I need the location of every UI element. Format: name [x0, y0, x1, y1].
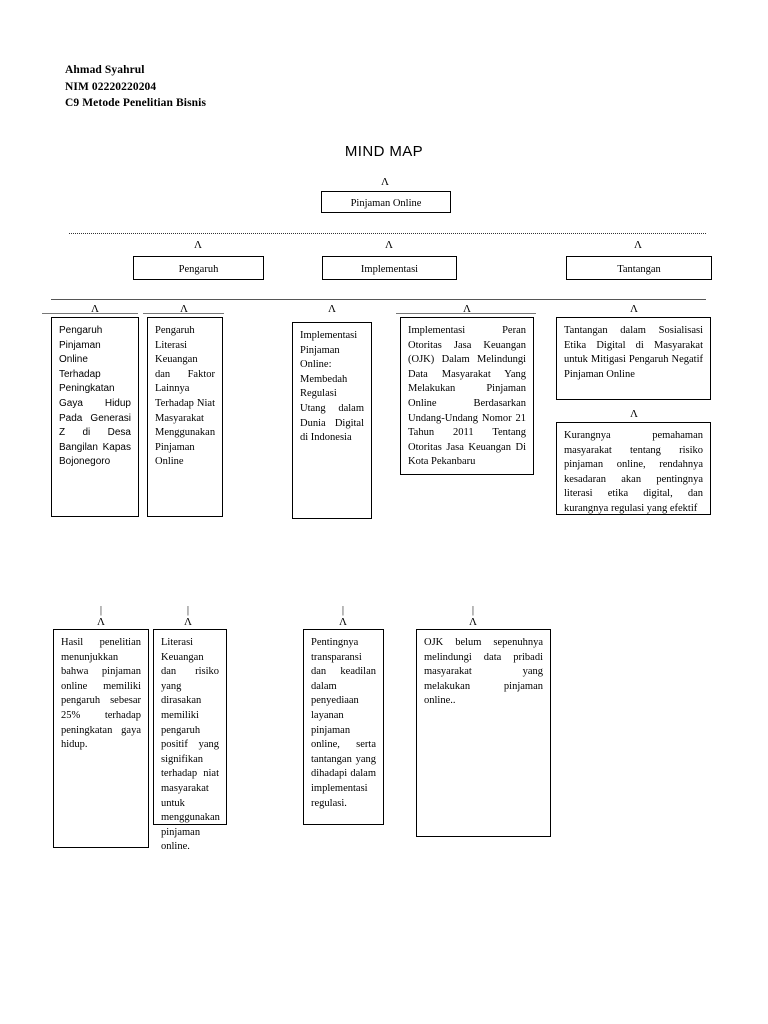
connector-caret-root: Λ	[381, 176, 389, 188]
connector-underline-topic-2	[396, 313, 536, 314]
node-topic-4-text: Tantangan dalam Sosialisasi Etika Digita…	[564, 325, 703, 380]
connector-caret-topic-1: Λ	[180, 303, 188, 315]
connector-caret-topic-0: Λ	[91, 303, 99, 315]
connector-caret-branch-2: Λ	[634, 239, 642, 251]
connector-tick-finding-2: |	[341, 604, 345, 616]
node-finding-2[interactable]: Pentingnya transparansi dan keadilan dal…	[303, 629, 384, 825]
node-finding-0[interactable]: Hasil penelitian menunjukkan bahwa pinja…	[53, 629, 149, 848]
node-branch-pengaruh[interactable]: Pengaruh	[133, 256, 264, 280]
node-branch-implementasi[interactable]: Implementasi	[322, 256, 457, 280]
connector-underline-topic-0	[42, 313, 138, 314]
node-finding-1-text: Literasi Keuangan dan risiko yang dirasa…	[161, 637, 220, 853]
node-root[interactable]: Pinjaman Online	[321, 191, 451, 213]
node-topic-5[interactable]: Kurangnya pemahaman masyarakat tentang r…	[556, 422, 711, 515]
node-root-label: Pinjaman Online	[350, 198, 422, 209]
page-title: MIND MAP	[344, 143, 424, 160]
node-topic-2[interactable]: Implementasi Pinjaman Online: Membedah R…	[292, 322, 372, 519]
node-topic-4[interactable]: Tantangan dalam Sosialisasi Etika Digita…	[556, 317, 711, 400]
node-topic-0[interactable]: Pengaruh Pinjaman Online Terhadap Pening…	[51, 317, 139, 517]
connector-rail-level3	[51, 299, 706, 300]
node-topic-2-text: Implementasi Pinjaman Online: Membedah R…	[300, 330, 364, 444]
node-branch-tantangan-label: Tantangan	[617, 264, 661, 275]
node-finding-3-text: OJK belum sepenuhnya melindungi data pri…	[424, 637, 543, 707]
connector-caret-finding-2: Λ	[339, 616, 347, 628]
connector-tick-finding-1: |	[186, 604, 190, 616]
node-topic-5-text: Kurangnya pemahaman masyarakat tentang r…	[564, 430, 703, 514]
node-finding-2-text: Pentingnya transparansi dan keadilan dal…	[311, 637, 376, 809]
connector-caret-topic-5: Λ	[630, 408, 638, 420]
connector-tick-finding-3: |	[471, 604, 475, 616]
student-info-block: Ahmad Syahrul NIM 02220220204 C9 Metode …	[65, 62, 206, 112]
node-topic-1-text: Pengaruh Literasi Keuangan dan Faktor La…	[155, 325, 216, 468]
connector-caret-branch-1: Λ	[385, 239, 393, 251]
node-branch-implementasi-label: Implementasi	[360, 264, 419, 275]
node-branch-tantangan[interactable]: Tantangan	[566, 256, 712, 280]
node-topic-3-text: Implementasi Peran Otoritas Jasa Keuanga…	[408, 325, 526, 468]
connector-caret-finding-3: Λ	[469, 616, 477, 628]
connector-caret-finding-1: Λ	[184, 616, 192, 628]
node-finding-3[interactable]: OJK belum sepenuhnya melindungi data pri…	[416, 629, 551, 837]
connector-rail-level2	[69, 233, 706, 234]
node-topic-0-text: Pengaruh Pinjaman Online Terhadap Pening…	[59, 325, 131, 468]
connector-tick-finding-0: |	[99, 604, 103, 616]
student-name: Ahmad Syahrul	[65, 64, 145, 76]
node-topic-3[interactable]: Implementasi Peran Otoritas Jasa Keuanga…	[400, 317, 534, 475]
node-finding-1[interactable]: Literasi Keuangan dan risiko yang dirasa…	[153, 629, 227, 852]
node-finding-0-text: Hasil penelitian menunjukkan bahwa pinja…	[61, 637, 141, 751]
node-topic-1[interactable]: Pengaruh Literasi Keuangan dan Faktor La…	[147, 317, 223, 517]
connector-caret-topic-2: Λ	[328, 303, 336, 315]
connector-caret-finding-0: Λ	[97, 616, 105, 628]
node-branch-pengaruh-label: Pengaruh	[178, 264, 219, 275]
connector-caret-topic-3: Λ	[463, 303, 471, 315]
connector-caret-branch-0: Λ	[194, 239, 202, 251]
connector-underline-topic-1	[143, 313, 224, 314]
course-name: C9 Metode Penelitian Bisnis	[65, 97, 207, 109]
student-nim: NIM 02220220204	[65, 80, 157, 93]
connector-caret-topic-4: Λ	[630, 303, 638, 315]
